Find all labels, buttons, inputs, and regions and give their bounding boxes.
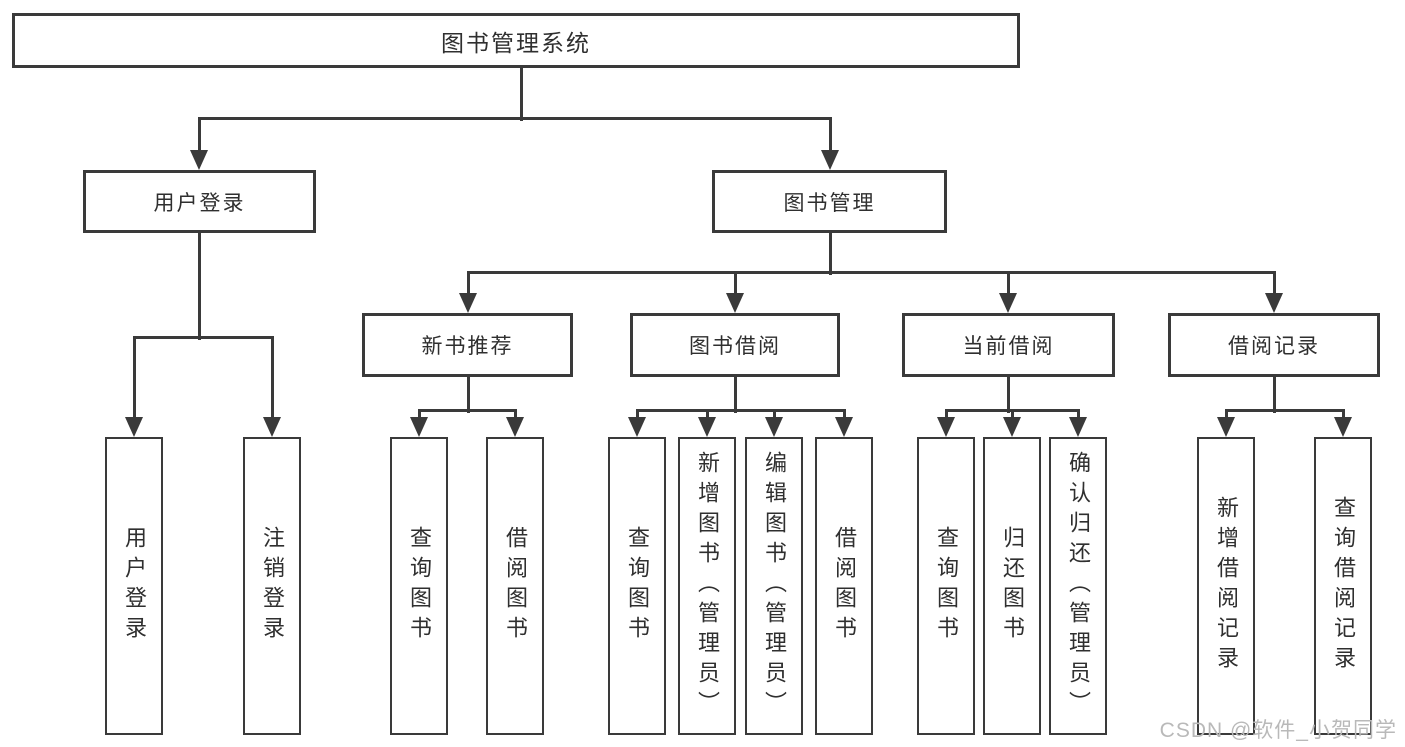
leaf-records-query-record: 查询借阅记录: [1314, 437, 1372, 735]
arrow-down-icon: [125, 417, 143, 437]
connector-line: [829, 117, 832, 152]
arrow-down-icon: [765, 417, 783, 437]
connector-line: [467, 377, 470, 413]
connector-line: [1225, 409, 1345, 412]
connector-line: [945, 409, 948, 419]
connector-line: [198, 233, 201, 340]
arrow-down-icon: [263, 417, 281, 437]
leaf-newbook-query-books: 查询图书: [390, 437, 448, 735]
connector-line: [520, 68, 523, 121]
connector-line: [1007, 377, 1010, 413]
connector-line: [773, 409, 776, 419]
arrow-down-icon: [1334, 417, 1352, 437]
arrow-down-icon: [698, 417, 716, 437]
leaf-borrowing-add-books-admin: 新增图书（管理员）: [678, 437, 736, 735]
connector-line: [636, 409, 639, 419]
arrow-down-icon: [1003, 417, 1021, 437]
connector-line: [636, 409, 846, 412]
connector-line: [1225, 409, 1228, 419]
connector-line: [1011, 409, 1014, 419]
connector-line: [843, 409, 846, 419]
node-library-management-system: 图书管理系统: [12, 13, 1020, 68]
node-book-borrowing: 图书借阅: [630, 313, 840, 377]
node-user-login: 用户登录: [83, 170, 316, 233]
connector-line: [133, 336, 274, 339]
leaf-borrowing-edit-books-admin: 编辑图书（管理员）: [745, 437, 803, 735]
connector-line: [467, 271, 470, 295]
connector-line: [1273, 271, 1276, 295]
leaf-newbook-borrow-books: 借阅图书: [486, 437, 544, 735]
arrow-down-icon: [628, 417, 646, 437]
connector-line: [198, 117, 832, 120]
leaf-current-query-books: 查询图书: [917, 437, 975, 735]
arrow-down-icon: [937, 417, 955, 437]
connector-line: [1007, 271, 1010, 295]
arrow-down-icon: [410, 417, 428, 437]
connector-line: [467, 271, 1276, 274]
connector-line: [734, 377, 737, 413]
leaf-current-return-books: 归还图书: [983, 437, 1041, 735]
leaf-records-add-record: 新增借阅记录: [1197, 437, 1255, 735]
connector-line: [514, 409, 517, 419]
connector-line: [198, 117, 201, 152]
connector-line: [418, 409, 421, 419]
leaf-user-login: 用户登录: [105, 437, 163, 735]
arrow-down-icon: [190, 150, 208, 170]
arrow-down-icon: [1217, 417, 1235, 437]
connector-line: [1342, 409, 1345, 419]
arrow-down-icon: [999, 293, 1017, 313]
leaf-current-confirm-return-admin: 确认归还（管理员）: [1049, 437, 1107, 735]
connector-line: [734, 271, 737, 295]
connector-line: [418, 409, 517, 412]
leaf-logout: 注销登录: [243, 437, 301, 735]
arrow-down-icon: [726, 293, 744, 313]
arrow-down-icon: [1069, 417, 1087, 437]
node-borrowing-records: 借阅记录: [1168, 313, 1380, 377]
node-new-book-recommend: 新书推荐: [362, 313, 573, 377]
connector-line: [271, 336, 274, 419]
watermark: CSDN @软件_小贺同学: [1159, 719, 1397, 742]
arrow-down-icon: [835, 417, 853, 437]
arrow-down-icon: [821, 150, 839, 170]
arrow-down-icon: [506, 417, 524, 437]
connector-line: [829, 233, 832, 275]
connector-line: [1273, 377, 1276, 413]
leaf-borrowing-borrow-books: 借阅图书: [815, 437, 873, 735]
connector-line: [706, 409, 709, 419]
connector-line: [133, 336, 136, 419]
arrow-down-icon: [1265, 293, 1283, 313]
connector-line: [1077, 409, 1080, 419]
node-book-management: 图书管理: [712, 170, 947, 233]
arrow-down-icon: [459, 293, 477, 313]
node-current-borrowing: 当前借阅: [902, 313, 1115, 377]
leaf-borrowing-query-books: 查询图书: [608, 437, 666, 735]
